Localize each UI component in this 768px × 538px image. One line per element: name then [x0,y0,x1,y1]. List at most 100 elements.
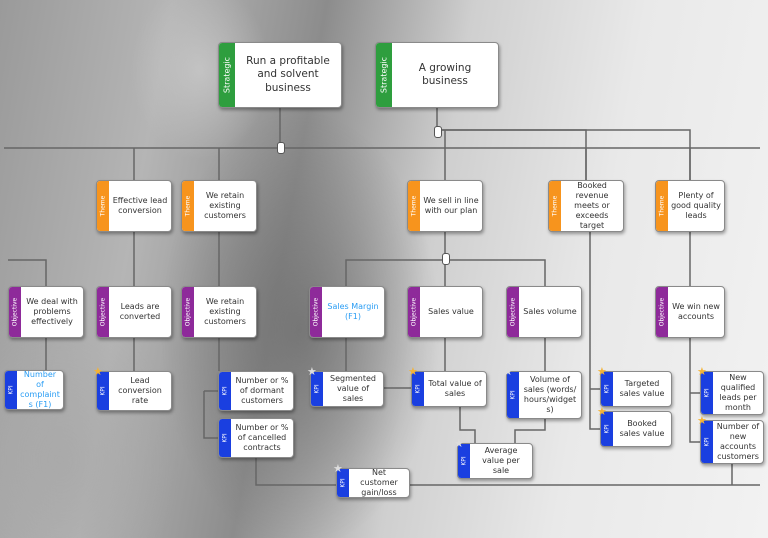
connector [589,232,600,430]
tag-label: KPI [703,437,711,447]
tag-label: Theme [658,195,666,217]
objective-tag: Objective [656,287,668,337]
tag-label: Objective [509,297,517,327]
junction-node[interactable] [434,126,442,138]
node-label: Total value of sales [428,379,482,398]
kpi-node[interactable]: KPI Number of complaints (F1) [4,370,64,410]
theme-node[interactable]: Theme Booked revenue meets or exceeds tar… [548,180,624,232]
strategic-tag: Strategic [376,43,392,107]
kpi-node[interactable]: KPI Volume of sales (words/ hours/widgets… [503,366,582,419]
kpi-tag: KPI [5,371,17,409]
junction-node[interactable] [277,142,285,154]
connector [437,129,587,180]
theme-node[interactable]: Theme We retain existing customers [181,180,257,232]
node-label: Number of new accounts customers [716,422,760,461]
connector [8,259,47,286]
tag-label: KPI [339,478,347,488]
tag-label: Objective [658,297,666,327]
node-label: Sales volume [523,307,577,316]
tag-label: KPI [703,388,711,398]
theme-tag: Theme [408,181,420,231]
star-icon[interactable]: ★ [93,365,103,378]
star-icon[interactable]: ★ [408,365,418,378]
objective-tag: Objective [507,287,519,337]
objective-tag: Objective [182,287,194,337]
tag-label: Theme [551,195,559,217]
node-label: Sales value [428,307,474,316]
tag-label: Objective [11,297,19,327]
theme-node[interactable]: Theme Plenty of good quality leads [655,180,725,232]
node-label: Average value per sale [482,446,520,475]
tag-label: Objective [410,297,418,327]
node-label[interactable]: Number of complaints (F1) [20,370,60,409]
star-icon[interactable]: ★ [454,437,464,450]
star-icon[interactable]: ★ [333,462,343,475]
kpi-tag: KPI [219,419,231,457]
node-label: Booked revenue meets or exceeds target [574,181,610,230]
node-label: We sell in line with our plan [423,196,479,215]
theme-node[interactable]: Theme Effective lead conversion [96,180,172,232]
star-icon[interactable]: ★ [307,365,317,378]
tag-label: Strategic [222,56,232,94]
star-icon[interactable]: ★ [697,414,707,427]
kpi-tag: KPI [337,469,349,497]
star-icon[interactable]: ★ [503,365,513,378]
kpi-tag: KPI [601,372,613,406]
objective-node[interactable]: Objective Sales value [407,286,483,338]
node-label: Booked sales value [619,419,665,438]
star-icon[interactable]: ★ [597,365,607,378]
kpi-node[interactable]: KPI Total value of sales ★ [408,366,487,407]
node-label: Targeted sales value [619,379,665,398]
kpi-tag: KPI [219,372,231,410]
node-label: Lead conversion rate [118,376,162,405]
node-label: New qualified leads per month [719,373,757,412]
kpi-node[interactable]: KPI Number of new accounts customers ★ [697,415,764,464]
tag-label: Theme [184,195,192,217]
kpi-node[interactable]: KPI Targeted sales value ★ [597,366,672,407]
tag-label: KPI [7,385,15,395]
connector [514,419,546,443]
kpi-tag: KPI [458,444,470,478]
node-label: Volume of sales (words/ hours/widgets) [523,375,577,414]
tag-label: KPI [221,433,229,443]
tag-label: Theme [99,195,107,217]
kpi-tag: KPI [412,372,424,406]
node-label: Segmented value of sales [330,374,376,403]
star-icon[interactable]: ★ [597,405,607,418]
connector [459,407,476,443]
kpi-node[interactable]: KPI Segmented value of sales ★ [307,366,384,407]
junction-node[interactable] [442,253,450,265]
node-label: Effective lead conversion [112,196,168,215]
kpi-tag: KPI [311,372,323,406]
kpi-tag: KPI [701,372,713,414]
node-label: We retain existing customers [204,191,246,220]
kpi-node[interactable]: KPI New qualified leads per month ★ [697,366,764,415]
tag-label: KPI [509,390,517,400]
node-label: Run a profitable and solvent business [246,55,330,94]
objective-tag: Objective [9,287,21,337]
objective-node[interactable]: Objective We win new accounts [655,286,725,338]
strategic-node[interactable]: Strategic Run a profitable and solvent bu… [218,42,342,108]
node-label: We win new accounts [672,302,720,321]
connector [255,458,336,486]
kpi-node[interactable]: KPI Average value per sale ★ [454,438,533,479]
objective-node[interactable]: Objective Sales volume [506,286,582,338]
node-label: Plenty of good quality leads [671,191,721,220]
star-icon[interactable]: ★ [697,365,707,378]
tag-label: KPI [603,384,611,394]
tag-label: KPI [313,384,321,394]
node-label[interactable]: Sales Margin (F1) [327,302,379,321]
tag-label: KPI [414,384,422,394]
